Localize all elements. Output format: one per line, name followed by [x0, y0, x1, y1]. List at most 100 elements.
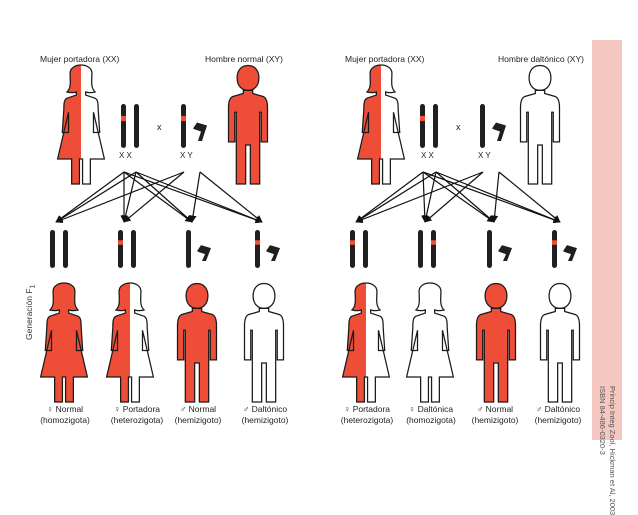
right-child-3-symbol: ♂: [476, 404, 484, 414]
left-father-label: Hombre normal (XY): [205, 54, 283, 64]
left-father-figure: [227, 64, 269, 185]
left-arrow-mother-1: [123, 171, 193, 223]
right-child-1-line2: (heterozigota): [340, 415, 394, 425]
right-father-label: Hombre daltónico (XY): [498, 54, 584, 64]
right-father-chrom-y: [492, 122, 506, 141]
diagram-stage: Mujer portadora (XX) Hombre normal (XY) …: [24, 40, 622, 515]
right-father-chrom-x: [480, 104, 485, 148]
right-child-4-figure: [539, 282, 581, 403]
left-child-2-figure: [105, 282, 155, 403]
left-mother-chrom-label: X X: [119, 151, 132, 160]
left-mother-label: Mujer portadora (XX): [40, 54, 120, 64]
right-arrow-mother-3: [435, 171, 561, 223]
right-child-3-line1: Normal: [485, 404, 514, 414]
right-child-2-symbol: ♀: [408, 404, 416, 414]
left-child-1-caption: ♀ Normal (homozigota): [30, 404, 100, 426]
right-cross-symbol: x: [456, 122, 461, 132]
generation-label-text: Generación F: [24, 288, 34, 341]
left-arrow-mother-3: [135, 171, 263, 223]
left-child-4-line2: (hemizigoto): [241, 415, 289, 425]
left-child-1-chrom-b: [63, 230, 68, 268]
right-child-3-chrom-x: [487, 230, 492, 268]
right-child-1-symbol: ♀: [343, 404, 351, 414]
right-arrow-mother-1: [422, 171, 495, 223]
left-mother-chrom-x1: [121, 104, 126, 148]
left-child-2-caption: ♀ Portadora (heterozigota): [100, 404, 174, 426]
right-mother-chrom-label: X X: [421, 151, 434, 160]
left-child-4-symbol: ♂: [242, 404, 250, 414]
right-arrow-father-y-1: [491, 171, 500, 223]
credit-line-1: Princip Integ Zool, Hickman et Al, 2003: [608, 386, 617, 515]
left-child-3-chrom-x: [186, 230, 191, 268]
right-child-2-chrom-a: [418, 230, 423, 268]
right-child-4-line1: Daltónico: [544, 404, 581, 414]
right-child-2-figure: [405, 282, 455, 403]
right-child-2-line1: Daltónica: [417, 404, 454, 414]
left-child-2-symbol: ♀: [113, 404, 121, 414]
left-child-4-caption: ♂ Daltónico (hemizigoto): [228, 404, 302, 426]
right-arrow-mother-7: [422, 171, 561, 224]
inheritance-diagram-art: [39, 64, 581, 403]
left-arrow-father-y-2: [199, 171, 263, 223]
generation-label: Generación F1: [24, 285, 37, 340]
left-arrow-mother-5: [55, 171, 137, 223]
right-child-4-line2: (hemizigoto): [534, 415, 582, 425]
right-arrow-father-x-2: [424, 171, 484, 223]
right-child-1-line1: Portadora: [352, 404, 391, 414]
right-mother-chrom-x1: [420, 104, 425, 148]
left-child-3-line2: (hemizigoto): [174, 415, 222, 425]
left-cross-symbol: x: [157, 122, 162, 132]
right-child-4-chrom-x: [552, 230, 557, 268]
right-mother-figure: [356, 64, 406, 185]
right-child-3-figure: [475, 282, 517, 403]
right-child-1-figure: [341, 282, 391, 403]
left-child-2-chrom-b: [131, 230, 136, 268]
left-child-3-line1: Normal: [188, 404, 217, 414]
side-strip: [592, 40, 622, 440]
left-father-chrom-x: [181, 104, 186, 148]
left-child-1-line2: (homozigota): [40, 415, 90, 425]
left-father-chrom-y: [193, 122, 207, 141]
left-child-4-figure: [243, 282, 285, 403]
left-child-1-figure: [39, 282, 89, 403]
right-child-4-chrom-y: [563, 245, 577, 261]
left-arrow-mother-7: [123, 171, 263, 224]
left-child-4-chrom-y: [266, 245, 280, 261]
left-child-3-caption: ♂ Normal (hemizigoto): [163, 404, 233, 426]
left-mother-chrom-x2: [134, 104, 139, 148]
right-child-1-chrom-a: [350, 230, 355, 268]
right-arrow-mother-0: [355, 171, 424, 223]
right-child-2-line2: (homozigota): [406, 415, 456, 425]
right-mother-chrom-x2: [433, 104, 438, 148]
right-father-figure: [519, 64, 561, 185]
left-mother-figure: [56, 64, 106, 185]
left-arrow-father-x-2: [123, 171, 185, 223]
right-child-2-chrom-b: [431, 230, 436, 268]
right-arrow-mother-2: [422, 171, 437, 223]
generation-label-subscript: 1: [28, 284, 37, 289]
left-child-1-line1: Normal: [55, 404, 84, 414]
left-child-2-line2: (heterozigota): [110, 415, 164, 425]
left-child-3-symbol: ♂: [179, 404, 187, 414]
left-arrow-mother-2: [122, 171, 137, 223]
credit-text: Princip Integ Zool, Hickman et Al, 2003 …: [597, 386, 617, 515]
right-child-1-chrom-b: [363, 230, 368, 268]
right-arrow-mother-5: [355, 171, 437, 223]
left-child-1-symbol: ♀: [46, 404, 54, 414]
right-father-chrom-label: X Y: [478, 151, 491, 160]
left-arrow-father-x-1: [55, 171, 185, 223]
right-child-2-caption: ♀ Daltónica (homozigota): [396, 404, 466, 426]
left-arrow-mother-0: [55, 171, 125, 223]
left-child-3-figure: [176, 282, 218, 403]
left-child-4-chrom-x: [255, 230, 260, 268]
left-child-4-line1: Daltónico: [251, 404, 288, 414]
right-child-1-caption: ♀ Portadora (heterozigota): [330, 404, 404, 426]
right-child-3-caption: ♂ Normal (hemizigoto): [460, 404, 530, 426]
left-child-2-chrom-a: [118, 230, 123, 268]
right-child-4-symbol: ♂: [535, 404, 543, 414]
left-child-3-chrom-y: [197, 245, 211, 261]
credit-line-2: ISBN 84-486-0320-3: [598, 386, 607, 455]
right-child-3-chrom-y: [498, 245, 512, 261]
right-child-4-caption: ♂ Daltónico (hemizigoto): [523, 404, 593, 426]
right-arrow-father-x-1: [355, 171, 484, 223]
